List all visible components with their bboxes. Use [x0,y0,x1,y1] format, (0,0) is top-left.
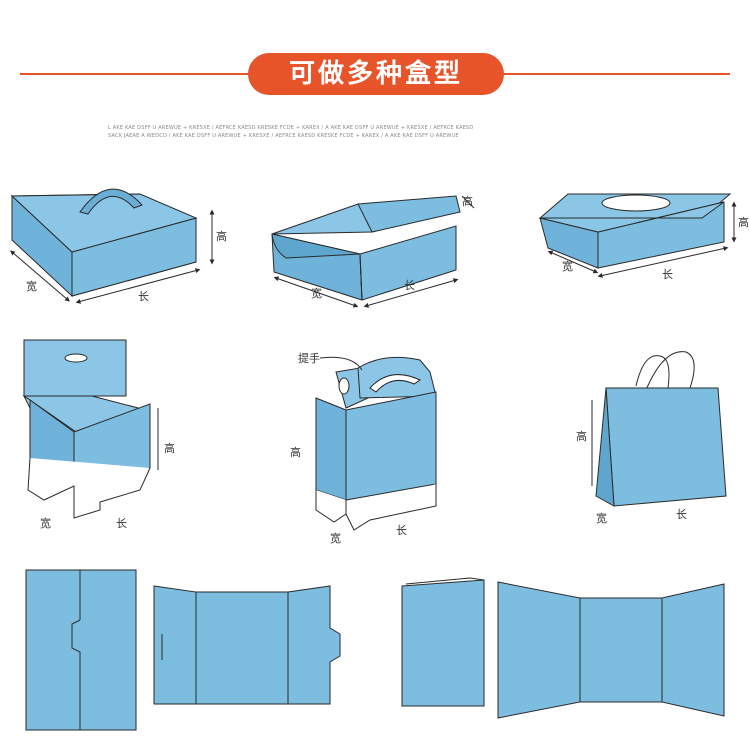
box-1-length-label: 长 [138,290,149,303]
box-4-hang-tab [23,339,127,397]
flat-1-folder [25,569,137,731]
box-4-hang-tab-box [22,339,151,519]
box-5-carry-box [315,356,437,531]
box-6-front-side [605,387,727,507]
box-5-width-label: 宽 [330,531,341,545]
box-6-handle-front [645,351,695,391]
flat-3-folder [401,577,485,707]
box-6-height-label: 高 [576,429,587,443]
box-5-length-label: 长 [396,524,407,537]
box-4-length-label: 长 [116,517,127,530]
box-4-width-label: 宽 [40,516,51,530]
box-4-height-label: 高 [164,441,175,455]
box-2-width-label: 宽 [311,286,322,300]
box-3-dimension-lines [547,201,737,278]
box-3-height-label: 高 [738,215,749,229]
box-5-callout [319,356,363,371]
box-1-handle-box [10,188,198,298]
box-2-dimension-lines [273,195,475,308]
box-6-handle-back [635,355,670,389]
box-1-dimension-lines [10,209,215,304]
box-4-hang-hole [64,353,88,363]
fine-print-line-1: L AKE KAE DSFF U AREWUE + KRESXE / AEFRC… [108,125,474,131]
box-2-open-lid-box [271,195,461,301]
box-5-handle-cutout [369,374,422,393]
flat-4-trifold [497,581,725,719]
box-1-height-label: 高 [216,229,227,243]
box-5-left-side [315,397,347,501]
box-3-width-label: 宽 [562,259,573,273]
box-5-height-label: 高 [290,445,301,459]
fine-print-line-2: SACK JAEAE A WEDCD / AKE KAE DSFF U AREW… [108,133,459,139]
box-1-width-label: 宽 [26,279,37,293]
box-1-handle [79,188,143,215]
header-rule-right [500,73,730,75]
box-6-gusset [595,387,615,507]
box-3-tissue-box [538,193,732,269]
box-3-tissue-opening [601,194,671,212]
box-5-front-side [345,391,437,501]
box-6-width-label: 宽 [596,511,607,525]
header-rule-left [20,73,252,75]
box-3-length-label: 长 [662,268,673,281]
flat-2-trifold [153,585,341,705]
box-2-length-label: 长 [404,279,415,292]
box-5-handle-label: 提手 [298,351,320,365]
box-6-length-label: 长 [676,508,687,521]
box-6-paper-bag [595,351,727,507]
page-title: 可做多种盒型 [248,53,504,95]
box-2-height-label: 高 [462,194,473,208]
